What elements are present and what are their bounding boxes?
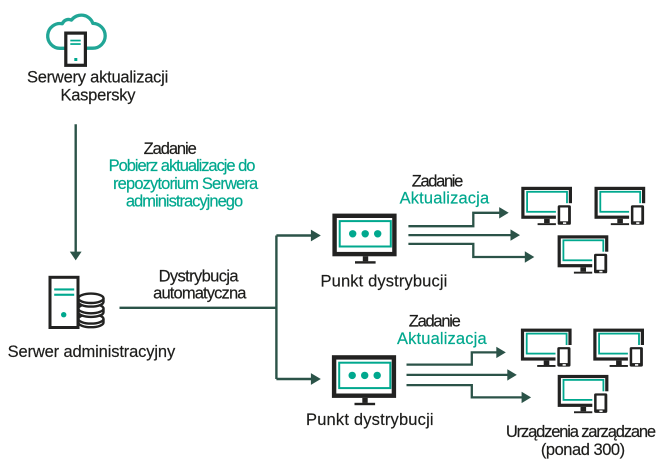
svg-text:Serwery aktualizacji: Serwery aktualizacji: [27, 69, 168, 87]
svg-text:Aktualizacja: Aktualizacja: [400, 189, 490, 207]
svg-text:automatyczna: automatyczna: [153, 284, 247, 302]
svg-text:Pobierz aktualizacje do: Pobierz aktualizacje do: [109, 157, 256, 175]
svg-text:Punkt dystrybucji: Punkt dystrybucji: [321, 272, 448, 290]
svg-text:Urządzenia zarządzane: Urządzenia zarządzane: [506, 423, 656, 441]
svg-text:Punkt dystrybucji: Punkt dystrybucji: [306, 411, 434, 429]
svg-text:Serwer administracyjny: Serwer administracyjny: [8, 343, 176, 361]
svg-text:(ponad 300): (ponad 300): [541, 441, 625, 459]
svg-text:Dystrybucja: Dystrybucja: [159, 267, 240, 285]
svg-text:Aktualizacja: Aktualizacja: [397, 330, 488, 348]
svg-text:Zadanie: Zadanie: [412, 172, 464, 190]
svg-text:repozytorium Serwera: repozytorium Serwera: [113, 175, 259, 193]
svg-text:Kaspersky: Kaspersky: [61, 86, 137, 104]
svg-text:administracyjnego: administracyjnego: [126, 193, 243, 211]
svg-text:Zadanie: Zadanie: [144, 140, 197, 158]
svg-text:Zadanie: Zadanie: [409, 313, 461, 331]
